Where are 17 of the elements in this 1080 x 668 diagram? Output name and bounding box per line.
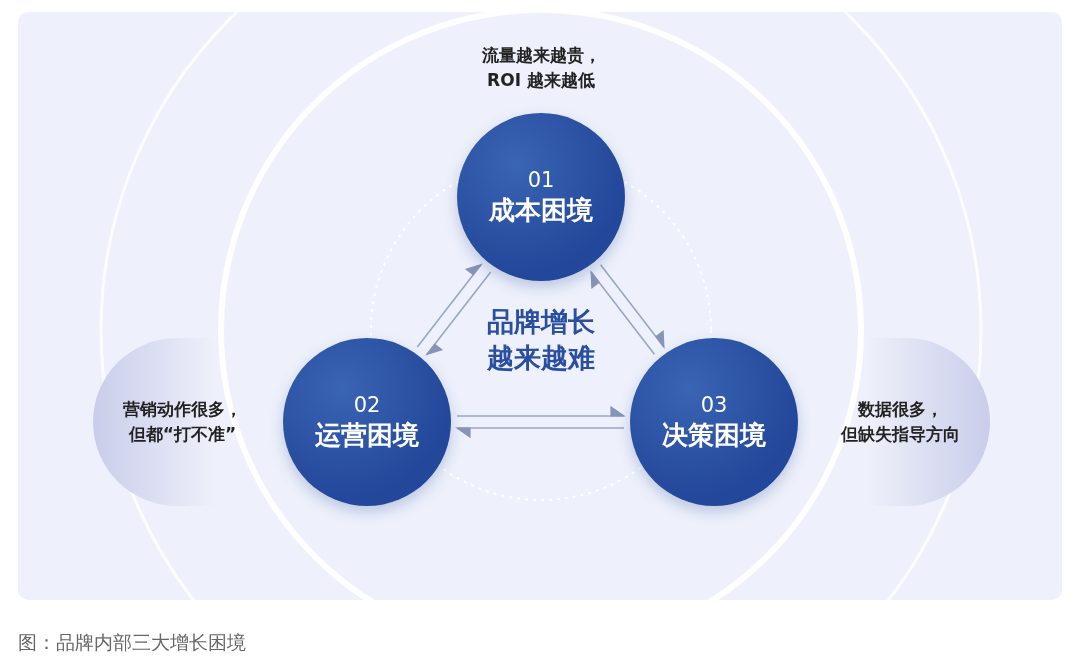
step-title: 成本困境: [489, 194, 593, 227]
note-text: 营销动作很多，但都“打不准”: [123, 398, 242, 446]
arrow: [416, 263, 482, 348]
arrow: [456, 427, 625, 438]
step-number: 02: [353, 392, 381, 418]
arrow: [426, 271, 492, 356]
step-number: 03: [700, 392, 728, 418]
caption: 图：品牌内部三大增长困境: [18, 630, 246, 655]
step-title: 决策困境: [662, 419, 766, 452]
center-title: 品牌增长越来越难: [486, 305, 596, 375]
arrow: [599, 263, 665, 348]
note-text: 数据很多，但缺失指导方向: [841, 398, 960, 446]
step-title: 运营困境: [315, 419, 419, 452]
arrow: [590, 271, 656, 356]
note-text: 流量越来越贵，ROI 越来越低: [480, 44, 602, 92]
arrow: [456, 406, 625, 417]
step-number: 01: [527, 167, 555, 193]
